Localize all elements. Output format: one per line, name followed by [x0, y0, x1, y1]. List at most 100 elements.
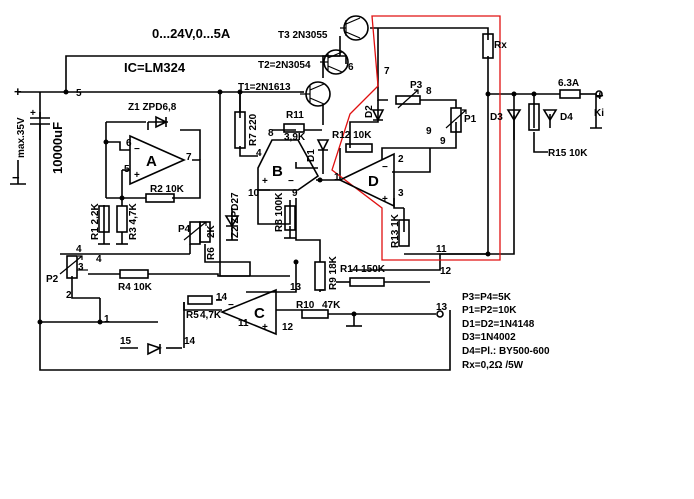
pin-label: 8	[268, 128, 274, 139]
wires	[39, 27, 596, 371]
resistor-r12	[345, 143, 373, 153]
pin-label: 14	[216, 292, 228, 303]
supply-minus: −	[12, 170, 20, 185]
resistor-r5	[187, 295, 213, 305]
pin-label: 2	[398, 154, 404, 165]
test-point-13	[436, 310, 444, 318]
pin-label: 14	[184, 336, 196, 347]
junctions	[37, 89, 537, 325]
zener-bottom	[147, 342, 163, 356]
pin-label: 9	[440, 136, 446, 147]
label-t3: T3 2N3055	[278, 30, 328, 41]
opamp-a-plus: +	[134, 170, 140, 181]
note-line: P3=P4=5K	[462, 292, 512, 303]
pin-label: 3	[78, 262, 84, 273]
component-notes: P3=P4=5K P1=P2=10K D1=D2=1N4148 D3=1N400…	[462, 292, 550, 371]
label-d1: D1	[306, 149, 317, 162]
diode-d1	[316, 139, 330, 152]
label-t2: T2=2N3054	[258, 60, 311, 71]
resistor-r14	[349, 277, 385, 287]
label-r8: R8 100K	[274, 192, 285, 232]
label-z1: Z1 ZPD6,8	[128, 102, 177, 113]
pin-label: 12	[440, 266, 452, 277]
opamp-b-plus: +	[262, 176, 268, 187]
pin-label: 3	[398, 188, 404, 199]
pin-label: 11	[436, 244, 447, 255]
opamp-d-label: D	[368, 173, 379, 190]
note-line: P1=P2=10K	[462, 305, 517, 316]
pin-label: 4	[76, 244, 82, 255]
label-p3: P3	[410, 80, 423, 91]
label-r5-value: 4,7K	[200, 310, 222, 321]
pin-label: 4	[256, 148, 262, 159]
resistor-r15	[528, 103, 540, 131]
diagram-title: 0...24V,0...5A	[152, 26, 231, 41]
pin-label: 5	[124, 164, 130, 175]
potentiometer-p1	[445, 107, 467, 133]
opamp-c-minus: −	[228, 300, 234, 311]
pin-label: 15	[120, 336, 132, 347]
label-r6: R6	[206, 247, 217, 260]
label-p4: P4	[178, 224, 191, 235]
label-z2: Z2 ZPD27	[230, 192, 241, 238]
label-r9: R9 18K	[328, 255, 339, 290]
opamp-a-minus: −	[134, 144, 140, 155]
opamp-b-minus: −	[288, 176, 294, 187]
opamp-d	[338, 152, 395, 208]
transistor-t3	[340, 15, 369, 41]
label-d4: D4	[560, 112, 573, 123]
label-r7: R7 220	[248, 113, 259, 146]
current-sense-outline	[331, 15, 501, 261]
diode-d4	[542, 109, 558, 122]
label-p2: P2	[46, 274, 59, 285]
capacitor-label: 10000uF	[50, 122, 65, 174]
label-r5: R5	[186, 310, 199, 321]
pin-label: 13	[290, 282, 302, 293]
fuse	[559, 89, 581, 99]
note-line: Rx=0,2Ω /5W	[462, 360, 524, 371]
label-rx: Rx	[494, 40, 507, 51]
label-r3: R3 4,7K	[128, 203, 139, 240]
ground-p1	[590, 94, 602, 129]
pin-label: 9	[292, 188, 298, 199]
resistor-r13	[398, 219, 410, 247]
resistor-r3	[116, 205, 128, 233]
opamp-b-label: B	[272, 163, 283, 180]
pin-label: 10	[248, 188, 260, 199]
label-r14: R14 150K	[340, 264, 386, 275]
pin-label: 2	[66, 290, 72, 301]
supply-plus: +	[14, 84, 22, 99]
opamp-d-plus: +	[382, 194, 388, 205]
label-r15: R15 10K	[548, 148, 588, 159]
label-r13: R13 1K	[390, 213, 401, 248]
pin-label: 9	[426, 126, 432, 137]
label-d2: D2	[364, 105, 375, 118]
ic-label: IC=LM324	[124, 60, 186, 75]
potentiometer-p2	[59, 255, 88, 279]
output-plus: +	[596, 88, 604, 103]
label-d3: D3	[490, 112, 503, 123]
diode-d3	[506, 109, 522, 122]
resistor-r2	[145, 193, 175, 203]
potentiometer-p4	[183, 221, 207, 245]
pin-label: 6	[126, 138, 132, 149]
note-line: D1=D2=1N4148	[462, 319, 535, 330]
transistor-t1	[300, 81, 331, 107]
transistor-t2	[320, 49, 349, 75]
pin-label: 5	[76, 88, 82, 99]
label-r10-value: 47K	[322, 300, 341, 311]
resistor-r10	[301, 309, 329, 319]
diode-d2	[371, 109, 385, 122]
opamp-d-minus: −	[382, 162, 388, 173]
label-r2: R2 10K	[150, 184, 185, 195]
opamp-c-label: C	[254, 305, 265, 322]
output-terminal	[595, 90, 603, 98]
pin-label: 7	[384, 66, 390, 77]
opamp-b	[257, 139, 320, 191]
capacitor-main	[30, 92, 50, 140]
label-p1: P1	[464, 114, 477, 125]
cap-plus: +	[30, 108, 36, 119]
label-r12: R12 10K	[332, 130, 372, 141]
label-t1: T1=2N1613	[238, 82, 291, 93]
